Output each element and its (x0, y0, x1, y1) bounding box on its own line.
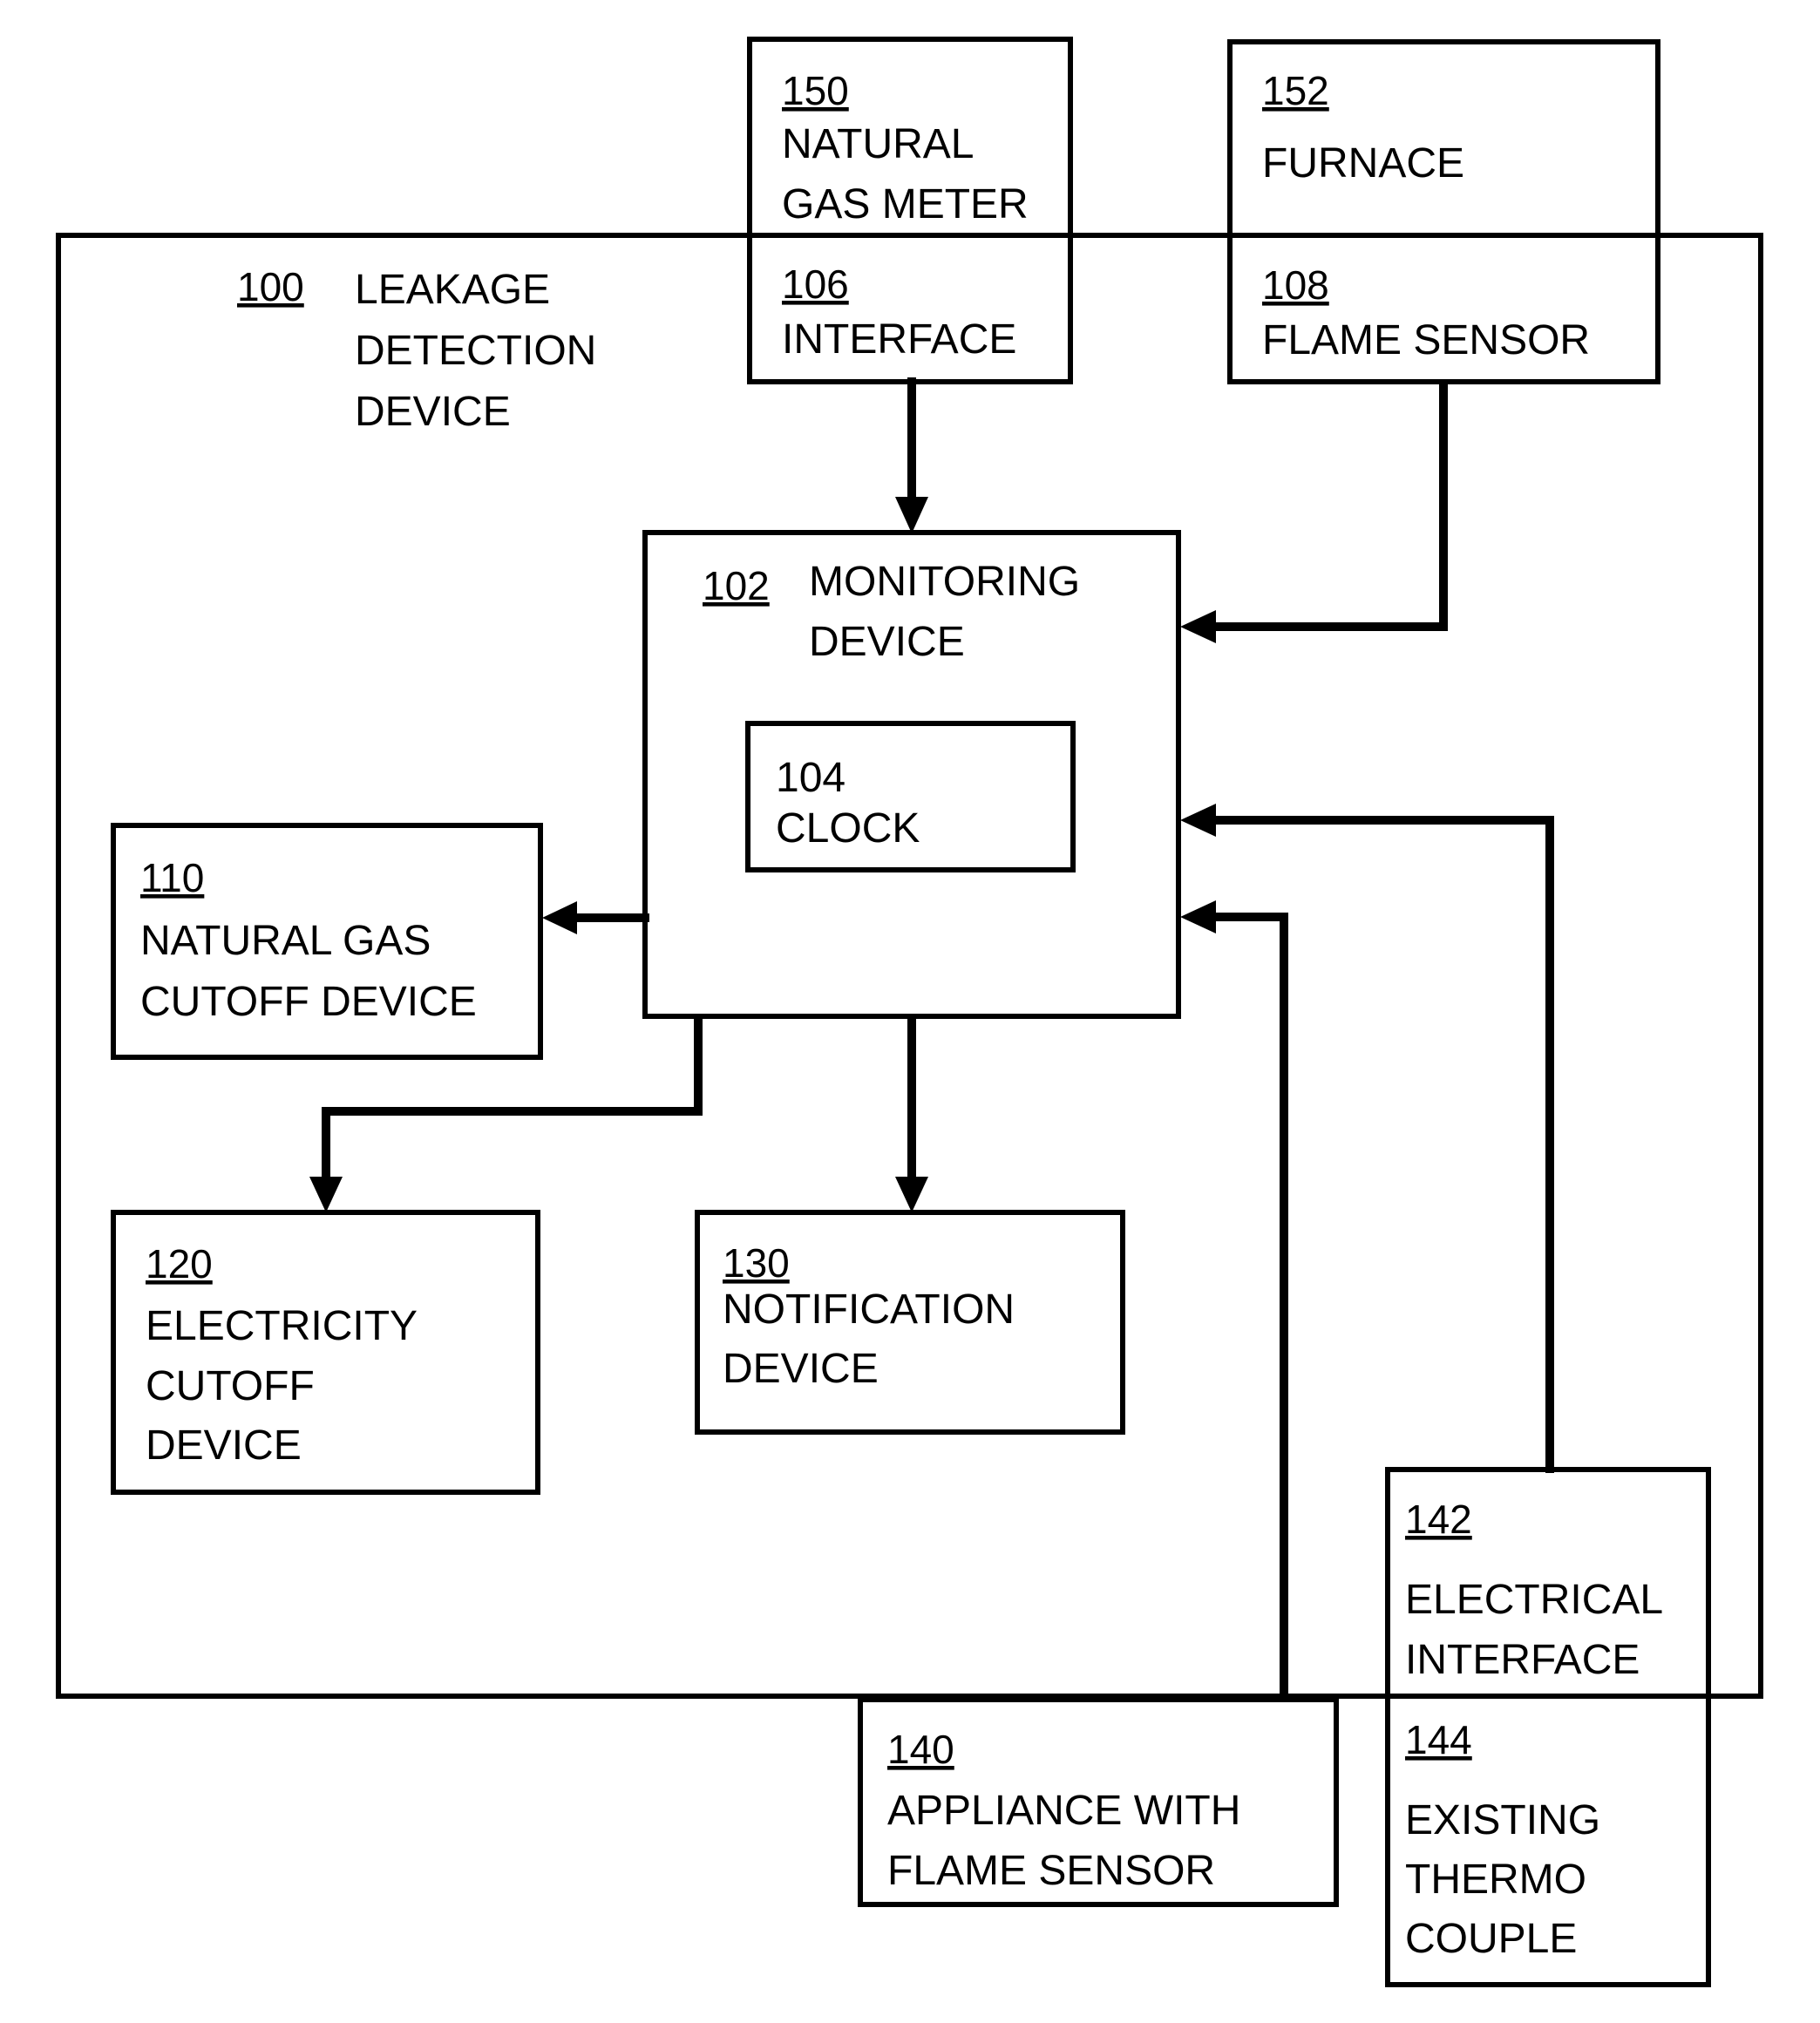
appliance-with-flame-sensor-line-2: FLAME SENSOR (887, 1848, 1215, 1894)
appliance-to-monitoring-arrowhead (1180, 900, 1216, 933)
clock-line-1: CLOCK (776, 805, 920, 852)
notification-device-ref: 130 (723, 1240, 790, 1286)
electrical-interface-ref: 142 (1405, 1497, 1472, 1542)
leakage-detection-device-line-3: DEVICE (355, 389, 511, 435)
interface-line-1: INTERFACE (782, 316, 1016, 363)
leakage-detection-device-ref: 100 (237, 264, 304, 309)
electrical-interface-line-1: ELECTRICAL (1405, 1577, 1663, 1623)
natural-gas-cutoff-device-line-2: CUTOFF DEVICE (140, 979, 477, 1025)
electricity-cutoff-device-line-1: ELECTRICITY (146, 1303, 418, 1349)
appliance-with-flame-sensor-line-1: APPLIANCE WITH (887, 1788, 1240, 1834)
monitoring-to-notification-arrowhead (895, 1177, 928, 1212)
flame-sensor-to-monitoring-connector (1212, 382, 1443, 627)
electricity-cutoff-device-line-2: CUTOFF (146, 1363, 315, 1409)
flame-sensor-to-monitoring-arrowhead (1180, 610, 1216, 643)
leakage-detection-device-line-2: DETECTION (355, 328, 596, 374)
flame-sensor-line-1: FLAME SENSOR (1262, 317, 1590, 363)
existing-thermo-couple-line-2: THERMO (1405, 1857, 1586, 1903)
natural-gas-cutoff-device-line-1: NATURAL GAS (140, 918, 431, 964)
monitoring-device-ref: 102 (703, 563, 770, 608)
interface-to-monitoring-arrowhead (895, 497, 928, 533)
monitoring-device-line-1: MONITORING (809, 559, 1080, 605)
monitoring-to-gas-cutoff-arrowhead (542, 901, 577, 934)
existing-thermo-couple-line-3: COUPLE (1405, 1916, 1577, 1962)
monitoring-to-electricity-cutoff-connector (326, 1014, 698, 1181)
monitoring-to-electricity-cutoff-arrowhead (309, 1177, 343, 1212)
notification-device-line-2: DEVICE (723, 1346, 879, 1392)
leakage-detection-device-line-1: LEAKAGE (355, 267, 550, 313)
electrical-interface-line-2: INTERFACE (1405, 1637, 1640, 1683)
natural-gas-meter-line-1: NATURAL (782, 121, 974, 167)
notification-device-line-1: NOTIFICATION (723, 1286, 1015, 1333)
furnace-line-1: FURNACE (1262, 140, 1464, 187)
natural-gas-meter-ref: 150 (782, 68, 849, 113)
existing-thermo-couple-line-1: EXISTING (1405, 1797, 1600, 1843)
natural-gas-cutoff-device-ref: 110 (140, 855, 204, 900)
furnace-ref: 152 (1262, 68, 1329, 113)
appliance-to-monitoring-connector (1212, 917, 1284, 1700)
clock-ref: 104 (776, 755, 845, 801)
monitoring-device-line-2: DEVICE (809, 619, 965, 665)
appliance-with-flame-sensor-ref: 140 (887, 1727, 954, 1772)
interface-ref: 106 (782, 261, 849, 307)
existing-thermo-couple-ref: 144 (1405, 1717, 1472, 1762)
electricity-cutoff-device-line-3: DEVICE (146, 1422, 302, 1469)
natural-gas-meter-line-2: GAS METER (782, 181, 1029, 227)
electrical-interface-to-monitoring-arrowhead (1180, 804, 1216, 837)
flame-sensor-ref: 108 (1262, 262, 1329, 308)
electricity-cutoff-device-ref: 120 (146, 1241, 213, 1286)
